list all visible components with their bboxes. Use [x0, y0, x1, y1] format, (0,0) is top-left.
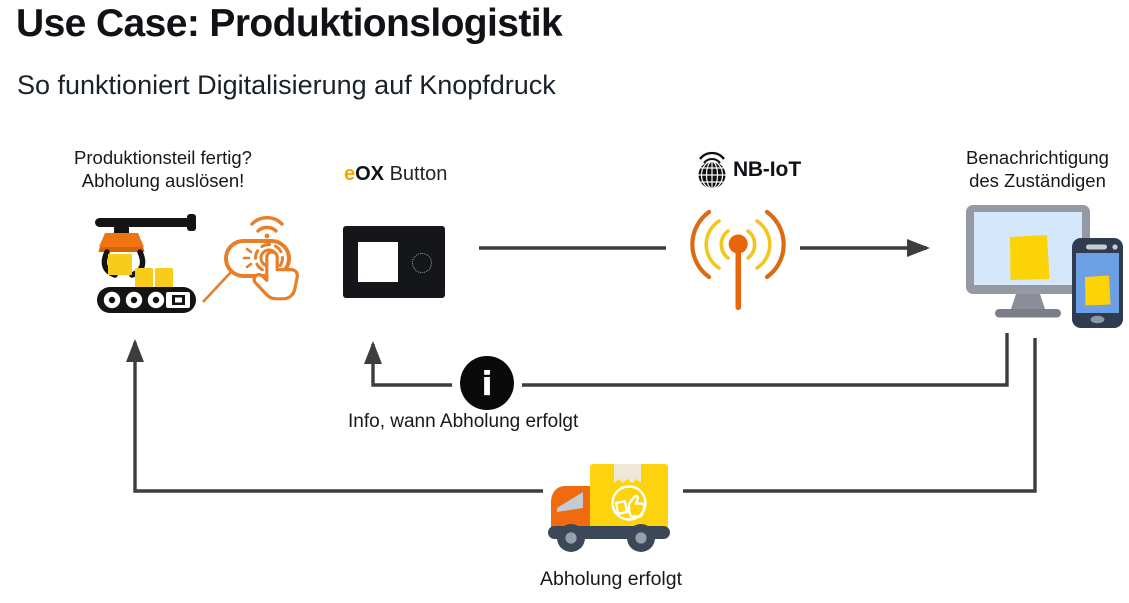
- eox-device-button: [412, 253, 432, 273]
- globe-signal-icon: [698, 151, 726, 190]
- smartphone-icon: [1072, 238, 1123, 328]
- nbiot-label-rest: -IoT: [762, 158, 802, 181]
- eox-device-icon: [343, 226, 445, 298]
- page-subtitle: So funktioniert Digitalisierung auf Knop…: [17, 70, 556, 100]
- monitor-and-phone-icon: [966, 205, 1123, 328]
- pickup-label: Abholung erfolgt: [539, 568, 683, 590]
- delivery-truck-icon: [548, 464, 670, 552]
- nbiot-logo: NB-IoT: [694, 150, 801, 190]
- finger-tap-shape: [252, 250, 299, 301]
- thumbs-up-logo: [611, 485, 647, 521]
- eox-brand-ox: OX: [355, 163, 385, 185]
- line-conveyor-to-button: [202, 271, 232, 303]
- press-button-hand-icon: [224, 216, 299, 301]
- notification-label-line1: Benachrichtigung: [966, 147, 1109, 168]
- production-label-line1: Produktionsteil fertig?: [74, 147, 252, 168]
- eox-device-screen: [358, 242, 398, 282]
- eox-label-rest: Button: [384, 163, 448, 185]
- nbiot-label-bold: NB: [733, 158, 763, 181]
- monitor-icon: [966, 205, 1090, 318]
- notification-label: Benachrichtigung des Zuständigen: [945, 147, 1129, 193]
- nbiot-label: NB-IoT: [733, 158, 801, 182]
- production-label: Produktionsteil fertig? Abholung auslöse…: [33, 147, 293, 193]
- robot-gripper-conveyor-icon: [95, 214, 196, 313]
- eox-label: eOX Button: [344, 163, 447, 186]
- page-title: Use Case: Produktionslogistik: [16, 2, 563, 45]
- info-icon: i: [460, 356, 514, 410]
- info-feedback-label: Info, wann Abholung erfolgt: [348, 411, 579, 432]
- production-label-line2: Abholung auslösen!: [81, 169, 245, 191]
- arrow-info-feedback: [364, 333, 1009, 387]
- eox-brand-e: e: [344, 163, 356, 185]
- notification-label-line2: des Zuständigen: [969, 169, 1106, 191]
- antenna-icon: [690, 209, 786, 310]
